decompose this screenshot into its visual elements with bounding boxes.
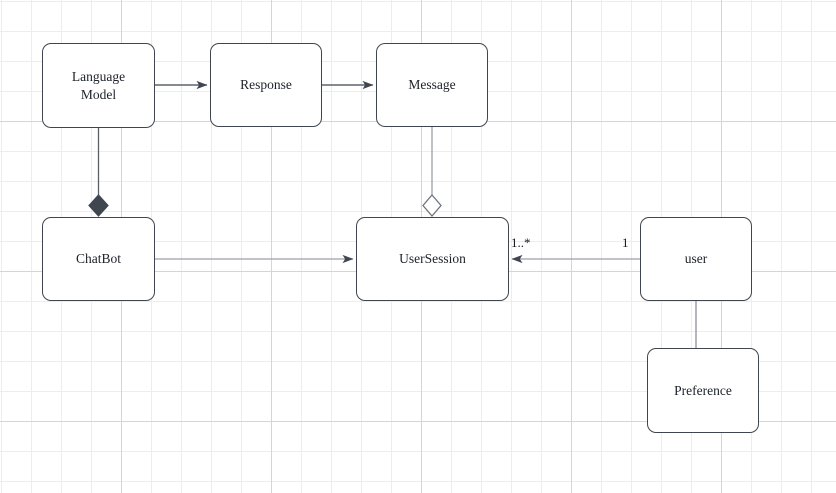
edge-language-model-to-chatbot bbox=[88, 128, 109, 217]
filled-diamond-icon bbox=[88, 194, 109, 217]
node-usersession[interactable]: UserSession bbox=[356, 217, 509, 301]
edge-message-to-usersession bbox=[422, 127, 442, 217]
node-language-model[interactable]: Language Model bbox=[42, 43, 155, 128]
node-message[interactable]: Message bbox=[376, 43, 488, 127]
node-user[interactable]: user bbox=[640, 217, 752, 301]
multiplicity-label-user: 1 bbox=[622, 235, 629, 250]
node-label: UserSession bbox=[399, 251, 466, 267]
multiplicity-label-usersession: 1..* bbox=[511, 235, 531, 250]
hollow-diamond-icon bbox=[422, 194, 442, 217]
node-label: Message bbox=[408, 77, 456, 93]
node-label: Language Model bbox=[71, 68, 126, 102]
node-label: Preference bbox=[674, 382, 732, 398]
node-response[interactable]: Response bbox=[210, 43, 322, 127]
node-preference[interactable]: Preference bbox=[647, 348, 759, 433]
node-chatbot[interactable]: ChatBot bbox=[42, 217, 155, 301]
node-label: ChatBot bbox=[75, 251, 121, 267]
node-label: Response bbox=[240, 77, 292, 93]
node-label: user bbox=[684, 251, 708, 267]
